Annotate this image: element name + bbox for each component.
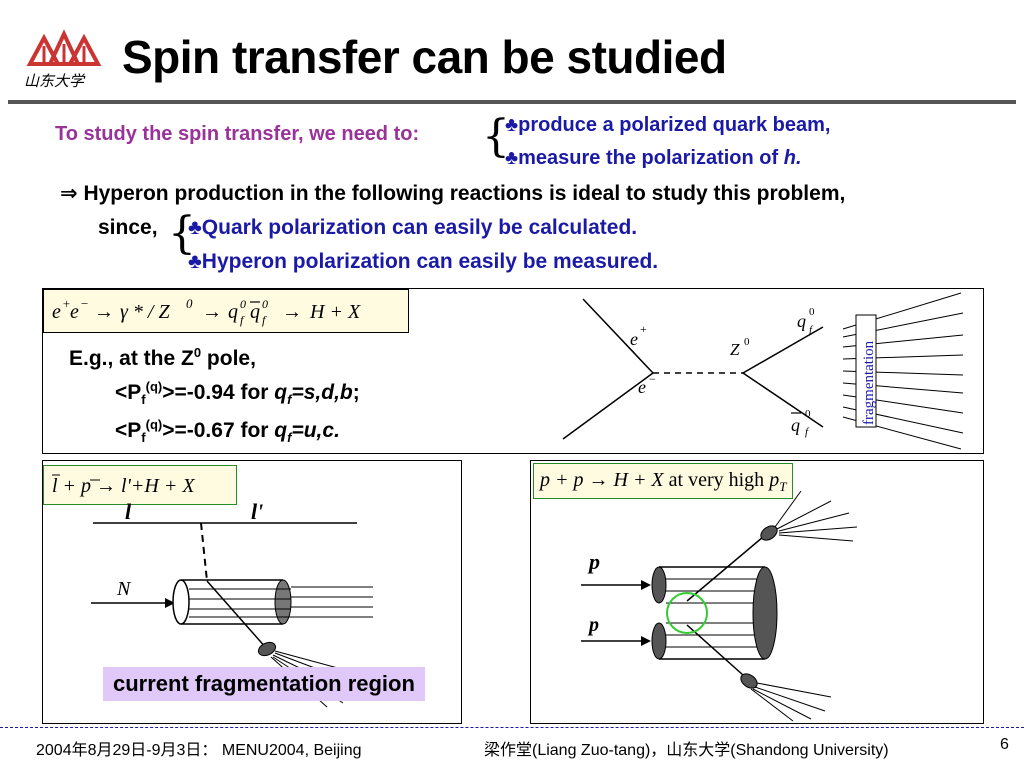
fragmentation-label: fragmentation [861, 340, 877, 425]
polarization-row-sdb: <Pf(q)>=-0.94 for qf=s,d,b; [115, 379, 360, 408]
logo-mark-icon [26, 29, 102, 66]
e-minus-label: e [638, 377, 646, 397]
svg-text:0: 0 [809, 306, 815, 318]
implies-icon: ⇒ [60, 181, 78, 205]
svg-text:γ * / Z: γ * / Z [120, 301, 170, 323]
svg-text:f: f [805, 426, 810, 438]
logo-text: 山东大学 [24, 72, 85, 90]
polarization-row-uc: <Pf(q)>=-0.67 for qf=u,c. [115, 417, 340, 446]
current-fragmentation-caption: current fragmentation region [103, 667, 425, 701]
panel-pp: p + p → H + X at very high pT [530, 460, 984, 724]
svg-text:f: f [809, 324, 814, 336]
svg-text:−: − [649, 372, 656, 386]
footer-divider [0, 727, 1024, 728]
since-label: since, [98, 216, 158, 239]
svg-text:l + p → l'+H + X: l + p → l'+H + X [52, 475, 195, 497]
proton-1-label: p [587, 549, 600, 574]
intro-brace: { [482, 111, 510, 162]
intro-item-2: ♣measure the polarization of h. [505, 147, 802, 169]
lepton-out-label: l' [251, 501, 263, 524]
svg-text:q: q [250, 301, 260, 323]
svg-text:→: → [94, 301, 114, 323]
q-bottom-label: q [791, 415, 800, 435]
svg-text:e: e [70, 301, 79, 323]
svg-text:−: − [80, 296, 89, 311]
svg-text:0: 0 [240, 297, 246, 311]
since-brace: { [168, 208, 196, 259]
nucleon-label: N [116, 578, 132, 600]
svg-text:→: → [202, 301, 222, 323]
footer-event: 2004年8月29日-9月3日： MENU2004, Beijing [36, 742, 362, 759]
page-number: 6 [1000, 736, 1009, 753]
intro-lead: To study the spin transfer, we need to: [55, 123, 420, 145]
pp-formula: p + p → H + X at very high pT [533, 463, 794, 499]
ee-feynman-diagram: e + e − Z 0 q 0 f q 0 f fragmentation [562, 292, 964, 450]
club-icon: ♣ [188, 250, 202, 273]
hyperon-item-1: ♣Quark polarization can easily be calcul… [188, 216, 638, 239]
svg-text:0: 0 [186, 296, 193, 311]
dis-formula: l + p → l'+H + X [43, 465, 237, 505]
q-top-label: q [797, 311, 806, 331]
svg-text:→: → [282, 301, 302, 323]
club-icon: ♣ [188, 216, 202, 239]
university-logo: 山东大学 [22, 24, 104, 96]
panel-dis: l + p → l'+H + X [42, 460, 462, 724]
svg-text:f: f [240, 313, 245, 327]
ee-formula-svg: e + e − → γ * / Z 0 → q 0 f q 0 f → H + … [52, 296, 361, 327]
svg-text:f: f [262, 313, 267, 327]
hyperon-item-2: ♣Hyperon polarization can easily be meas… [188, 250, 659, 273]
lepton-in-label: l [125, 501, 132, 524]
svg-text:0: 0 [262, 297, 268, 311]
ee-formula: e + e − → γ * / Z 0 → q 0 f q 0 f → H + … [43, 289, 409, 333]
z-label: Z [730, 340, 740, 359]
title-divider [8, 100, 1016, 104]
club-icon: ♣ [505, 114, 519, 136]
intro-item-1: ♣produce a polarized quark beam, [505, 114, 831, 136]
footer-author: 梁作堂(Liang Zuo-tang)，山东大学(Shandong Univer… [484, 742, 889, 759]
svg-text:H + X: H + X [309, 301, 361, 323]
eg-line: E.g., at the Z0 pole, [69, 345, 256, 370]
proton-2-label: p [587, 614, 599, 636]
hyperon-line: ⇒ Hyperon production in the following re… [60, 181, 846, 205]
club-icon: ♣ [505, 147, 519, 169]
pp-diagram: p p [581, 490, 858, 722]
panel-ee-annihilation: e + e − → γ * / Z 0 → q 0 f q 0 f → H + … [42, 288, 984, 454]
svg-text:0: 0 [805, 408, 811, 420]
e-plus-label: e [630, 329, 638, 349]
svg-text:+: + [62, 296, 71, 311]
svg-text:e: e [52, 301, 61, 323]
slide-title: Spin transfer can be studied [122, 31, 727, 83]
svg-text:0: 0 [744, 336, 750, 348]
svg-text:q: q [228, 301, 238, 323]
dis-diagram: l l' N [91, 501, 373, 708]
svg-text:+: + [640, 322, 647, 336]
